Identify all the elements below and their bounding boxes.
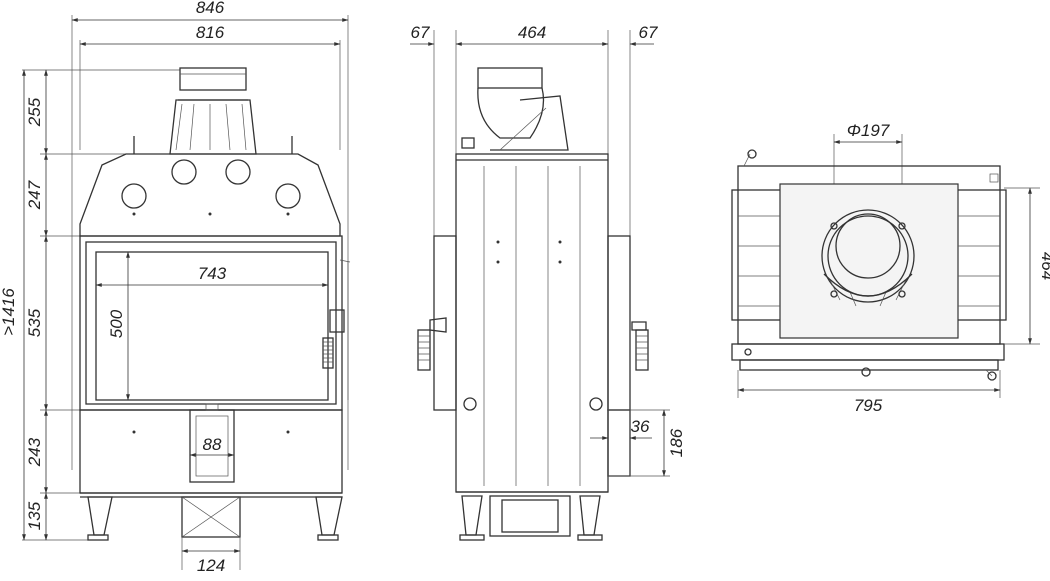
dim-inlet-height: 186 [667,428,686,457]
side-view: 67 464 67 36 [410,23,686,541]
dim-h-legs: 135 [25,501,44,530]
dim-outlet-width: 124 [197,556,225,575]
dim-top-depth: 464 [1038,252,1050,280]
dim-glass-height: 500 [107,309,126,338]
dim-duct-width: 88 [203,435,222,454]
dim-top-width: 795 [854,396,883,415]
top-view: Φ197 464 795 [731,121,1050,415]
dim-side-right-offset: 67 [639,23,658,42]
dim-side-left-offset: 67 [411,23,430,42]
dim-width-inner: 816 [196,23,225,42]
dim-h-door: 535 [25,308,44,337]
dim-inlet-offset: 36 [631,417,650,436]
dim-side-depth: 464 [518,23,546,42]
dim-flue-diameter: Φ197 [847,121,890,140]
dim-height-total: >1416 [0,288,18,336]
dim-glass-width: 743 [198,264,227,283]
dim-h-top: 255 [25,97,44,127]
front-view: 846 816 >1416 255 247 535 243 135 [0,0,351,575]
dim-width-outer: 846 [196,0,225,17]
dim-h-lower: 243 [25,437,44,467]
dim-h-hood: 247 [25,180,44,210]
